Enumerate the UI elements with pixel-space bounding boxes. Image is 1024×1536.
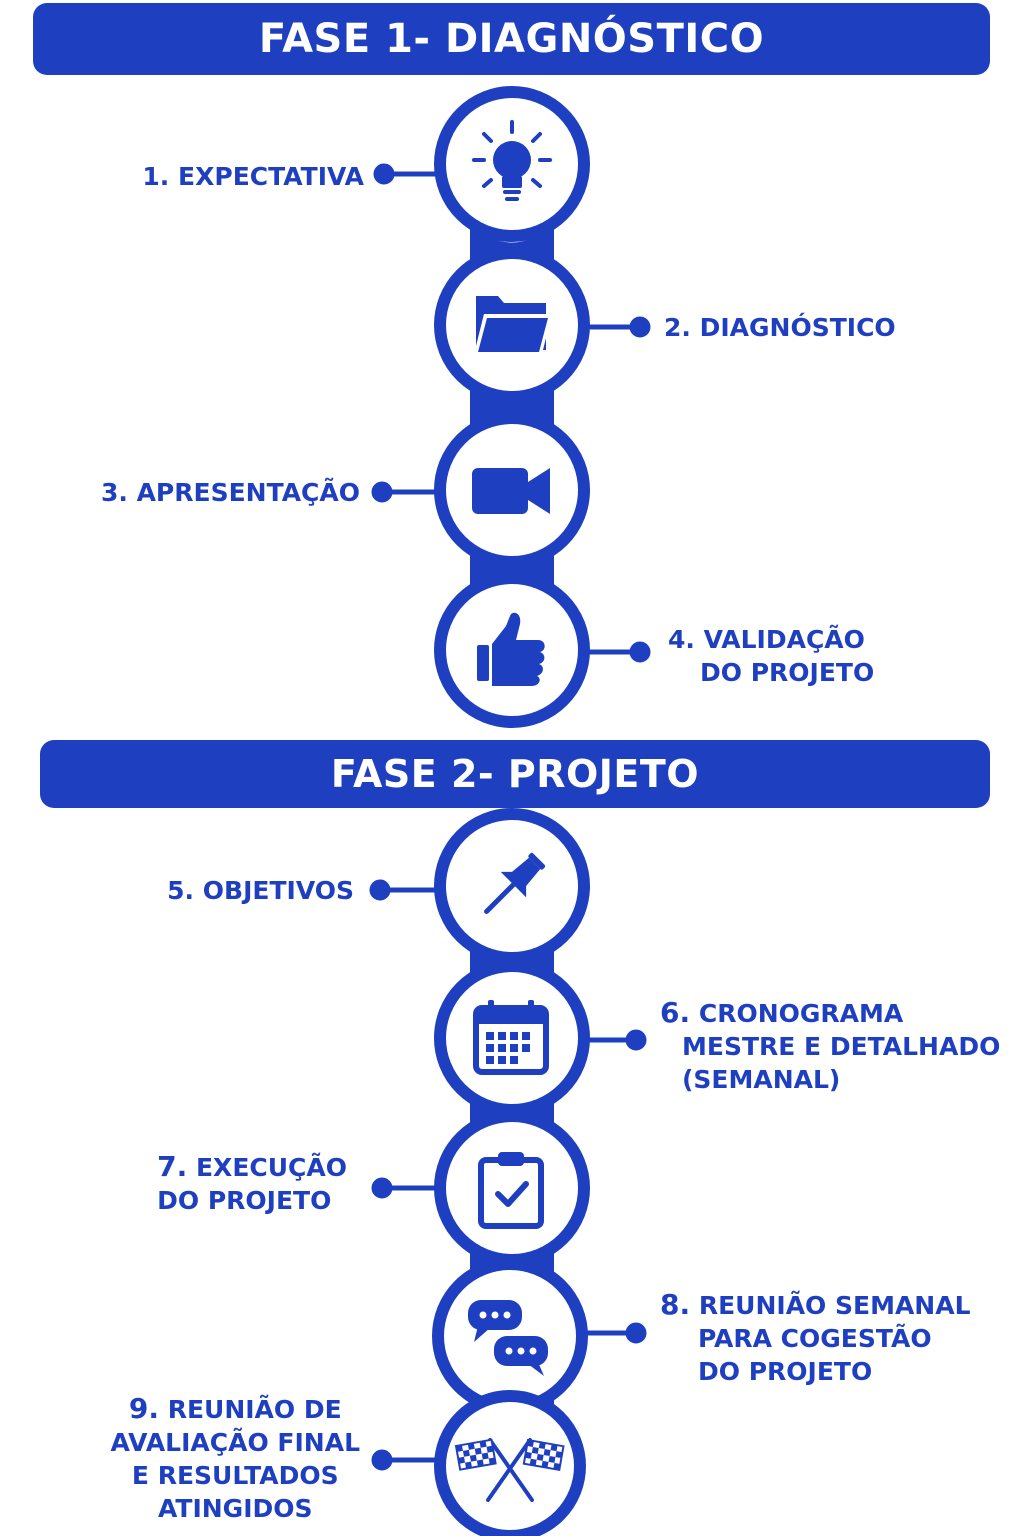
step-8-text-3: DO PROJETO bbox=[698, 1357, 873, 1386]
step-9-text-3: E RESULTADOS bbox=[131, 1461, 339, 1490]
step-1-line-1: 1. EXPECTATIVA bbox=[142, 160, 364, 193]
pointer-dot-4 bbox=[629, 641, 651, 663]
step-8-text-2: PARA COGESTÃO bbox=[698, 1324, 932, 1353]
pointer-lines bbox=[369, 163, 651, 1471]
step-label-7: 7. EXECUÇÃO DO PROJETO bbox=[157, 1150, 347, 1217]
step-9-line-1: 9. REUNIÃO DE bbox=[111, 1392, 360, 1426]
step-node-9 bbox=[434, 1390, 586, 1536]
lightbulb-icon bbox=[472, 120, 552, 201]
step-label-2: 2. DIAGNÓSTICO bbox=[664, 311, 896, 344]
step-4-text-1: VALIDAÇÃO bbox=[703, 625, 865, 654]
step-9-text-4: ATINGIDOS bbox=[158, 1494, 313, 1523]
step-label-4: 4. VALIDAÇÃO DO PROJETO bbox=[668, 623, 874, 689]
pointer-dot-9 bbox=[371, 1449, 393, 1471]
step-6-text-1: CRONOGRAMA bbox=[698, 999, 904, 1028]
step-9-number: 9. bbox=[128, 1392, 159, 1425]
checkered-flags-icon bbox=[454, 1438, 565, 1502]
step-node-4 bbox=[434, 572, 590, 728]
step-9-text-1: REUNIÃO DE bbox=[167, 1395, 342, 1424]
step-5-number: 5. bbox=[167, 876, 195, 905]
step-6-text-3: (SEMANAL) bbox=[682, 1065, 841, 1094]
pointer-dot-6 bbox=[625, 1029, 647, 1051]
step-node-2 bbox=[434, 247, 590, 403]
pointer-dot-5 bbox=[369, 879, 391, 901]
pointer-dot-2 bbox=[629, 316, 651, 338]
clipboard-check-icon bbox=[478, 1152, 544, 1229]
pointer-dot-1 bbox=[373, 163, 395, 185]
step-3-text: APRESENTAÇÃO bbox=[136, 478, 360, 507]
step-label-5: 5. OBJETIVOS bbox=[167, 874, 354, 907]
pointer-dot-7 bbox=[371, 1177, 393, 1199]
step-node-8 bbox=[432, 1258, 588, 1414]
step-9-text-2: AVALIAÇÃO FINAL bbox=[110, 1428, 360, 1457]
step-2-text: DIAGNÓSTICO bbox=[699, 313, 896, 342]
step-1-number: 1. bbox=[142, 162, 170, 191]
phase-2-title: FASE 2- PROJETO bbox=[330, 752, 700, 796]
step-8-text-1: REUNIÃO SEMANAL bbox=[698, 1291, 971, 1320]
step-7-number: 7. bbox=[157, 1150, 188, 1183]
step-6-line-1: 6. CRONOGRAMA bbox=[660, 996, 1000, 1030]
step-8-line-1: 8. REUNIÃO SEMANAL bbox=[660, 1288, 971, 1322]
step-node-7 bbox=[434, 1110, 590, 1266]
folder-icon bbox=[474, 296, 552, 354]
pushpin-icon bbox=[484, 852, 546, 914]
step-node-5 bbox=[434, 808, 590, 964]
step-node-3 bbox=[434, 412, 590, 568]
step-6-number: 6. bbox=[660, 996, 691, 1029]
step-7-line-1: 7. EXECUÇÃO bbox=[157, 1150, 347, 1184]
step-1-text: EXPECTATIVA bbox=[178, 162, 364, 191]
step-2-number: 2. bbox=[664, 313, 691, 342]
step-node-6 bbox=[434, 960, 590, 1116]
step-3-number: 3. bbox=[100, 478, 128, 507]
step-label-8: 8. REUNIÃO SEMANAL PARA COGESTÃO DO PROJ… bbox=[660, 1288, 971, 1388]
step-7-text-2: DO PROJETO bbox=[157, 1186, 332, 1215]
chat-bubbles-icon bbox=[468, 1300, 548, 1376]
step-label-6: 6. CRONOGRAMA MESTRE E DETALHADO (SEMANA… bbox=[660, 996, 1000, 1096]
step-label-9: 9. REUNIÃO DE AVALIAÇÃO FINAL E RESULTAD… bbox=[111, 1392, 360, 1525]
step-4-number: 4. bbox=[668, 625, 695, 654]
thumbs-up-icon bbox=[477, 612, 545, 686]
phase-2-banner: FASE 2- PROJETO bbox=[40, 740, 990, 808]
pointer-dot-3 bbox=[371, 481, 393, 503]
step-7-text-1: EXECUÇÃO bbox=[195, 1153, 347, 1182]
step-6-text-2: MESTRE E DETALHADO bbox=[682, 1032, 1001, 1061]
step-4-text-2: DO PROJETO bbox=[700, 658, 875, 687]
step-node-1 bbox=[434, 86, 590, 242]
step-8-number: 8. bbox=[660, 1288, 691, 1321]
video-camera-icon bbox=[472, 468, 550, 514]
phase-1-banner: FASE 1- DIAGNÓSTICO bbox=[33, 3, 990, 75]
pointer-dot-8 bbox=[625, 1322, 647, 1344]
step-4-line-1: 4. VALIDAÇÃO bbox=[668, 623, 874, 656]
phase-1-title: FASE 1- DIAGNÓSTICO bbox=[258, 16, 765, 62]
step-label-3: 3. APRESENTAÇÃO bbox=[101, 476, 360, 509]
step-5-text: OBJETIVOS bbox=[202, 876, 354, 905]
step-3-line-1: 3. APRESENTAÇÃO bbox=[101, 476, 360, 509]
calendar-icon bbox=[473, 1000, 549, 1075]
step-5-line-1: 5. OBJETIVOS bbox=[167, 874, 354, 907]
step-2-line-1: 2. DIAGNÓSTICO bbox=[664, 311, 896, 344]
step-label-1: 1. EXPECTATIVA bbox=[142, 160, 364, 193]
